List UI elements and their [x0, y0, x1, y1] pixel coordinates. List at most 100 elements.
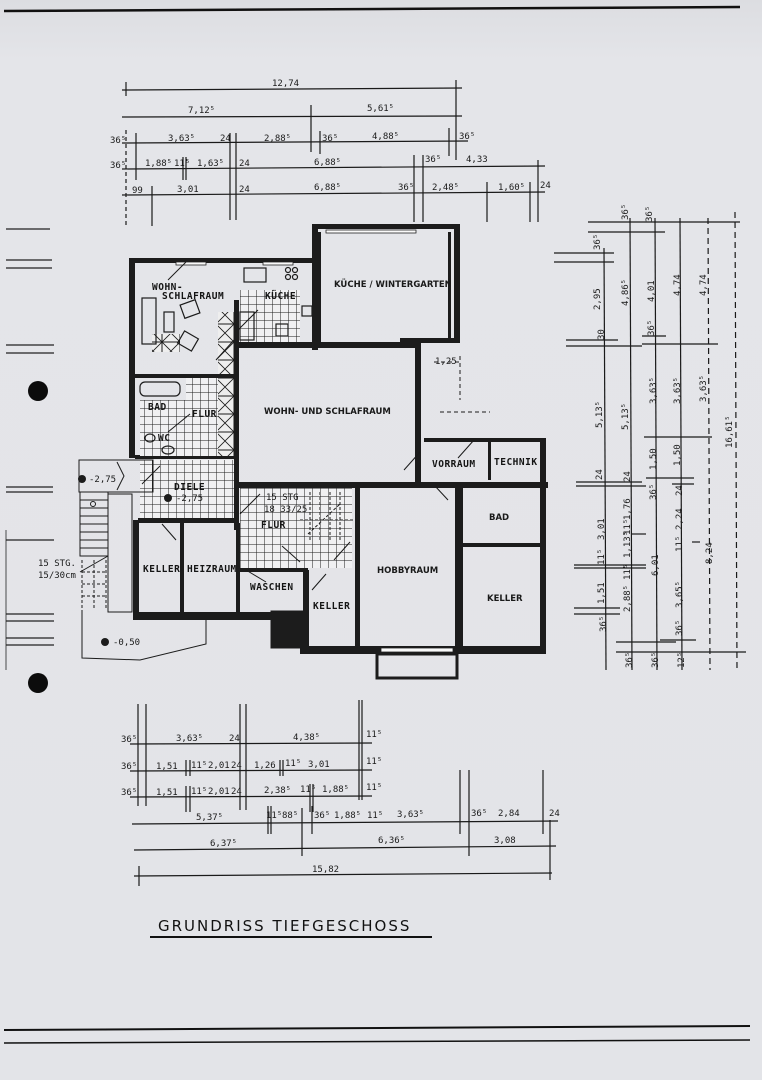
- svg-text:11⁵: 11⁵: [623, 519, 633, 535]
- svg-text:36⁵: 36⁵: [645, 206, 655, 222]
- svg-text:24: 24: [239, 185, 250, 195]
- svg-text:1,13⁵: 1,13⁵: [623, 531, 633, 558]
- svg-text:4,74: 4,74: [699, 274, 709, 296]
- outer-stair-label-1: 15 STG.: [38, 559, 76, 569]
- svg-text:24: 24: [231, 787, 242, 797]
- svg-text:1,51: 1,51: [156, 788, 178, 798]
- svg-text:3,65⁵: 3,65⁵: [675, 581, 685, 608]
- svg-text:36⁵: 36⁵: [314, 811, 330, 821]
- room-label-wohn-und-schlafraum: WOHN- UND SCHLAFRAUM: [264, 407, 391, 417]
- bottom-dimension-chains: 36⁵ 3,63⁵ 24 4,38⁵ 11⁵ 36⁵ 1,51 11⁵ 2,01…: [121, 700, 560, 886]
- svg-text:2,01: 2,01: [208, 787, 230, 797]
- bottom-border-line: [3, 1025, 751, 1031]
- svg-text:36⁵: 36⁵: [121, 762, 137, 772]
- svg-text:8,24: 8,24: [705, 542, 715, 564]
- svg-text:36⁵: 36⁵: [651, 652, 661, 668]
- svg-text:12⁵: 12⁵: [677, 652, 687, 668]
- svg-text:3,08: 3,08: [494, 836, 516, 846]
- svg-text:1,88⁵: 1,88⁵: [145, 159, 172, 169]
- drawing-title: GRUNDRISS TIEFGESCHOSS: [158, 917, 412, 935]
- bottom-border-line-2: [3, 1039, 751, 1044]
- level-marker-icon: [164, 494, 172, 502]
- svg-text:5,37⁵: 5,37⁵: [196, 813, 223, 823]
- tiled-floor-areas: [140, 290, 352, 568]
- svg-text:24: 24: [229, 734, 240, 744]
- svg-text:11⁵: 11⁵: [266, 811, 282, 821]
- svg-text:1,63⁵: 1,63⁵: [197, 159, 224, 169]
- svg-text:36⁵: 36⁵: [471, 809, 487, 819]
- svg-text:3,63⁵: 3,63⁵: [673, 377, 683, 404]
- svg-text:3,63⁵: 3,63⁵: [397, 810, 424, 820]
- svg-text:36⁵: 36⁵: [459, 132, 475, 142]
- svg-text:11⁵: 11⁵: [191, 761, 207, 771]
- svg-text:24: 24: [595, 469, 605, 480]
- svg-text:3,63⁵: 3,63⁵: [649, 377, 659, 404]
- svg-text:1,60⁵: 1,60⁵: [498, 183, 525, 193]
- room-label-flur-center: FLUR: [261, 520, 286, 531]
- svg-text:36⁵: 36⁵: [649, 484, 659, 500]
- inner-staircase: [300, 492, 355, 540]
- svg-text:2,88⁵: 2,88⁵: [623, 585, 633, 612]
- svg-text:11⁵: 11⁵: [675, 536, 685, 552]
- room-label-diele: DIELE: [174, 482, 205, 493]
- svg-text:3,63⁵: 3,63⁵: [176, 734, 203, 744]
- room-label-kueche: KÜCHE: [265, 291, 296, 302]
- svg-text:24: 24: [231, 761, 242, 771]
- svg-text:3,63⁵: 3,63⁵: [699, 375, 709, 402]
- svg-text:4,01: 4,01: [647, 280, 657, 302]
- svg-text:4,88⁵: 4,88⁵: [372, 132, 399, 142]
- svg-text:4,86⁵: 4,86⁵: [621, 279, 631, 306]
- svg-text:-2,75: -2,75: [89, 475, 116, 485]
- room-label-bad-left: BAD: [148, 402, 167, 413]
- svg-text:6,01: 6,01: [651, 554, 661, 576]
- svg-text:4,38⁵: 4,38⁵: [293, 733, 320, 743]
- svg-text:36⁵: 36⁵: [599, 616, 609, 632]
- svg-text:36⁵: 36⁵: [621, 204, 631, 220]
- svg-text:12,74: 12,74: [272, 79, 299, 89]
- svg-text:3,01: 3,01: [597, 518, 607, 540]
- furniture: [139, 266, 313, 455]
- svg-text:24: 24: [540, 181, 551, 191]
- room-label-wohn-schlafraum-line1: WOHN-: [152, 282, 183, 293]
- svg-text:88⁵: 88⁵: [282, 811, 298, 821]
- svg-text:2,95: 2,95: [593, 288, 603, 310]
- svg-text:2,24: 2,24: [675, 508, 685, 530]
- svg-text:3,63⁵: 3,63⁵: [168, 134, 195, 144]
- svg-text:1,51: 1,51: [597, 582, 607, 604]
- svg-text:11⁵: 11⁵: [366, 783, 382, 793]
- level-marker-icon: [78, 475, 86, 483]
- svg-text:36⁵: 36⁵: [121, 735, 137, 745]
- room-label-hobbyraum: HOBBYRAUM: [377, 566, 438, 576]
- svg-text:36⁵: 36⁵: [675, 620, 685, 636]
- sunroom-dashed-outline: [434, 356, 490, 413]
- svg-text:24: 24: [239, 159, 250, 169]
- svg-text:2,38⁵: 2,38⁵: [264, 786, 291, 796]
- svg-text:-2,75: -2,75: [176, 494, 203, 504]
- svg-text:5,13⁵: 5,13⁵: [621, 403, 631, 430]
- svg-text:11⁵: 11⁵: [300, 785, 316, 795]
- svg-text:11⁵: 11⁵: [191, 787, 207, 797]
- svg-text:1,50: 1,50: [649, 448, 659, 470]
- room-label-kueche-wintergarten: KÜCHE / WINTERGARTEN: [334, 279, 452, 290]
- svg-text:1,76: 1,76: [623, 498, 633, 520]
- svg-text:36⁵: 36⁵: [625, 652, 635, 668]
- inner-stair-label-1: 15 STG: [266, 493, 299, 503]
- svg-text:3,01: 3,01: [308, 760, 330, 770]
- outer-staircase: [78, 459, 207, 661]
- svg-text:1,50: 1,50: [673, 444, 683, 466]
- svg-text:2,84: 2,84: [498, 809, 520, 819]
- room-label-wohn-schlafraum-line2: SCHLAFRAUM: [162, 291, 224, 302]
- svg-text:30: 30: [597, 329, 607, 340]
- building-walls: [129, 224, 548, 680]
- punch-hole-icon: [28, 673, 48, 693]
- svg-text:2,48⁵: 2,48⁵: [432, 183, 459, 193]
- svg-text:6,88⁵: 6,88⁵: [314, 183, 341, 193]
- svg-text:36⁵: 36⁵: [110, 161, 126, 171]
- svg-text:11⁵: 11⁵: [174, 159, 190, 169]
- svg-text:36⁵: 36⁵: [322, 134, 338, 144]
- title-underline: [150, 936, 432, 938]
- svg-text:2,88⁵: 2,88⁵: [264, 134, 291, 144]
- svg-text:11⁵: 11⁵: [366, 730, 382, 740]
- svg-text:36⁵: 36⁵: [121, 788, 137, 798]
